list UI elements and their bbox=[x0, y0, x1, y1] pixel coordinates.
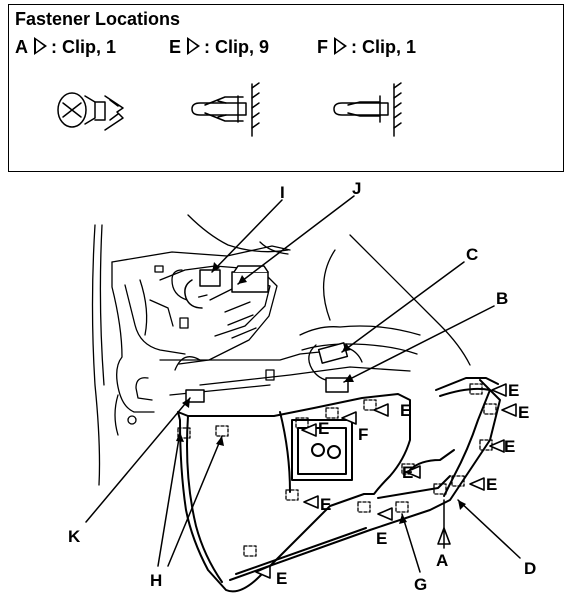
connector-i bbox=[184, 269, 221, 309]
callout-g: G bbox=[414, 575, 427, 594]
fastener-e-text: : Clip, 9 bbox=[204, 37, 270, 57]
callout-i: I bbox=[280, 183, 285, 202]
callout-j: J bbox=[352, 179, 361, 198]
fastener-a-text: : Clip, 1 bbox=[51, 37, 117, 57]
fastener-e: E : Clip, 9 bbox=[169, 37, 269, 58]
fastener-a-letter: A bbox=[15, 37, 28, 57]
fastener-e-letter: E bbox=[169, 37, 182, 57]
callout-k: K bbox=[68, 527, 81, 546]
legend-title: Fastener Locations bbox=[15, 9, 181, 29]
callout-h: H bbox=[150, 571, 162, 590]
fastener-f: F : Clip, 1 bbox=[317, 37, 416, 58]
triangle-marker-icon bbox=[334, 37, 347, 55]
callout-e-10: E bbox=[486, 475, 497, 494]
connector-b bbox=[325, 377, 349, 393]
connector-j bbox=[231, 265, 269, 293]
triangle-marker-icon bbox=[187, 37, 201, 55]
callout-leaders bbox=[85, 195, 521, 573]
callout-a: A bbox=[436, 551, 448, 570]
callout-e-1: E bbox=[400, 401, 411, 420]
callout-c: C bbox=[466, 245, 478, 264]
screw-clip-icon bbox=[57, 92, 124, 131]
clip-markers bbox=[177, 383, 497, 557]
vehicle-body-structure bbox=[91, 214, 471, 486]
callout-e-8: E bbox=[518, 403, 529, 422]
fastener-f-letter: F bbox=[317, 37, 328, 57]
connector-k bbox=[185, 389, 205, 403]
push-clip-icon-f bbox=[333, 82, 402, 137]
triangle-marker-icon bbox=[34, 37, 47, 55]
callout-e-3: E bbox=[320, 495, 331, 514]
callout-e-4: E bbox=[376, 529, 387, 548]
arrowheads bbox=[176, 262, 466, 524]
callout-e-2: E bbox=[318, 419, 329, 438]
push-clip-icon-e bbox=[191, 82, 260, 137]
callout-e-6: E bbox=[276, 569, 287, 588]
callout-e-5: E bbox=[402, 463, 413, 482]
fastener-legend: Fastener Locations A : Clip, 1 E : Clip, 9… bbox=[8, 4, 564, 172]
callout-e-7: E bbox=[508, 381, 519, 400]
fastener-a: A : Clip, 1 bbox=[15, 37, 116, 58]
callout-d: D bbox=[524, 559, 536, 578]
callout-b: B bbox=[496, 289, 508, 308]
callout-e-9: E bbox=[504, 437, 515, 456]
fastener-f-text: : Clip, 1 bbox=[351, 37, 417, 57]
callout-f: F bbox=[358, 425, 368, 444]
